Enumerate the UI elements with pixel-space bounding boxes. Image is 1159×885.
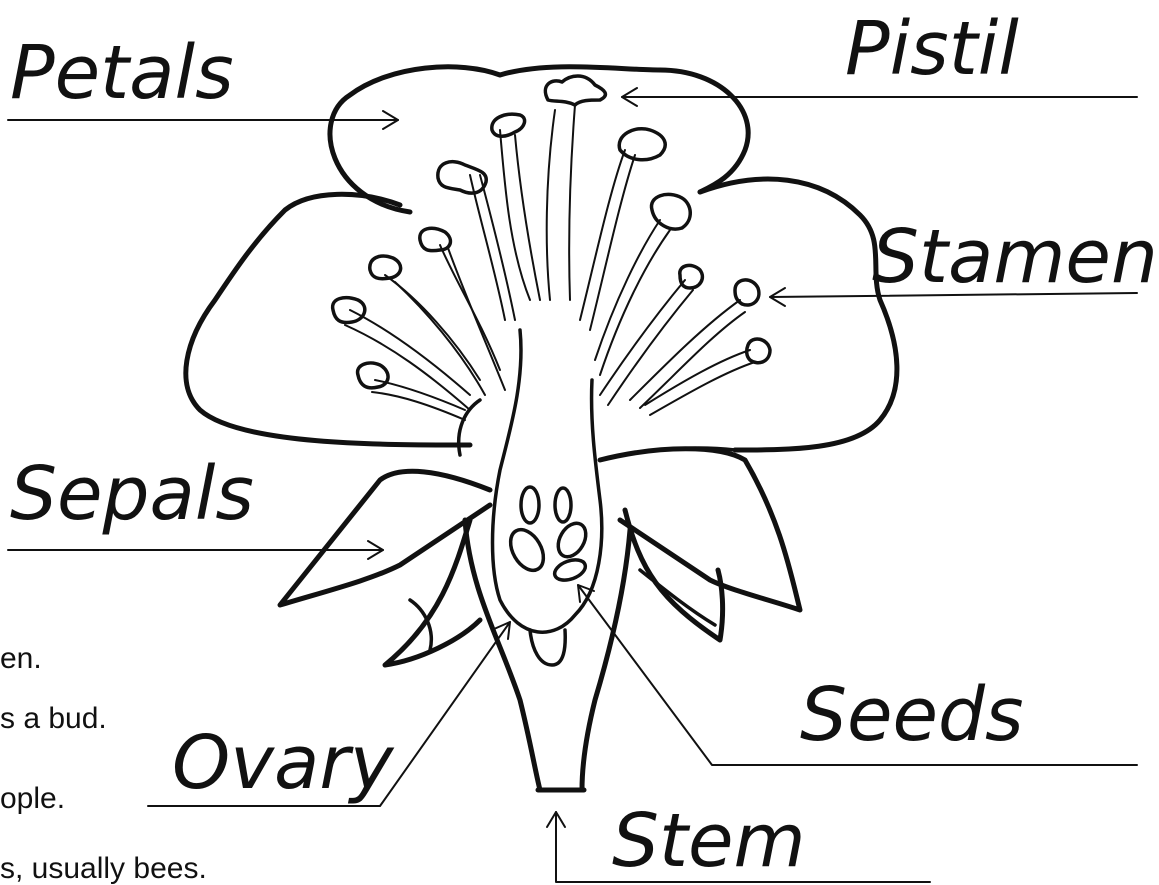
petal-left: [186, 194, 470, 445]
seed: [552, 556, 588, 584]
petal-right: [700, 179, 897, 450]
ovary-nub: [530, 630, 565, 665]
petal-top: [330, 67, 748, 212]
label-pistil: Pistil: [845, 6, 1019, 92]
seed: [521, 487, 539, 523]
label-seeds: Seeds: [800, 672, 1024, 758]
label-ovary: Ovary: [172, 720, 395, 806]
label-stem: Stem: [612, 798, 806, 884]
seed: [504, 524, 550, 576]
text-fragment: ople.: [0, 782, 65, 815]
text-fragment: s, usually bees.: [0, 852, 207, 885]
stamens-right: [580, 129, 770, 415]
pistil-style-right: [569, 105, 575, 300]
receptacle-outline-right: [582, 530, 630, 790]
flower-illustration: [186, 67, 897, 790]
pistil-stigma: [545, 76, 605, 105]
label-petals: Petals: [10, 30, 234, 116]
text-fragment: s a bud.: [0, 702, 107, 735]
seed: [553, 518, 592, 561]
seed: [555, 488, 571, 522]
stamens-left: [333, 114, 540, 420]
label-sepals: Sepals: [10, 451, 254, 537]
sepal-left: [280, 471, 490, 605]
label-stamen: Stamen: [872, 214, 1158, 300]
text-fragment: en.: [0, 642, 42, 675]
pistil-style-left: [547, 110, 555, 300]
receptacle-outline: [465, 520, 540, 790]
